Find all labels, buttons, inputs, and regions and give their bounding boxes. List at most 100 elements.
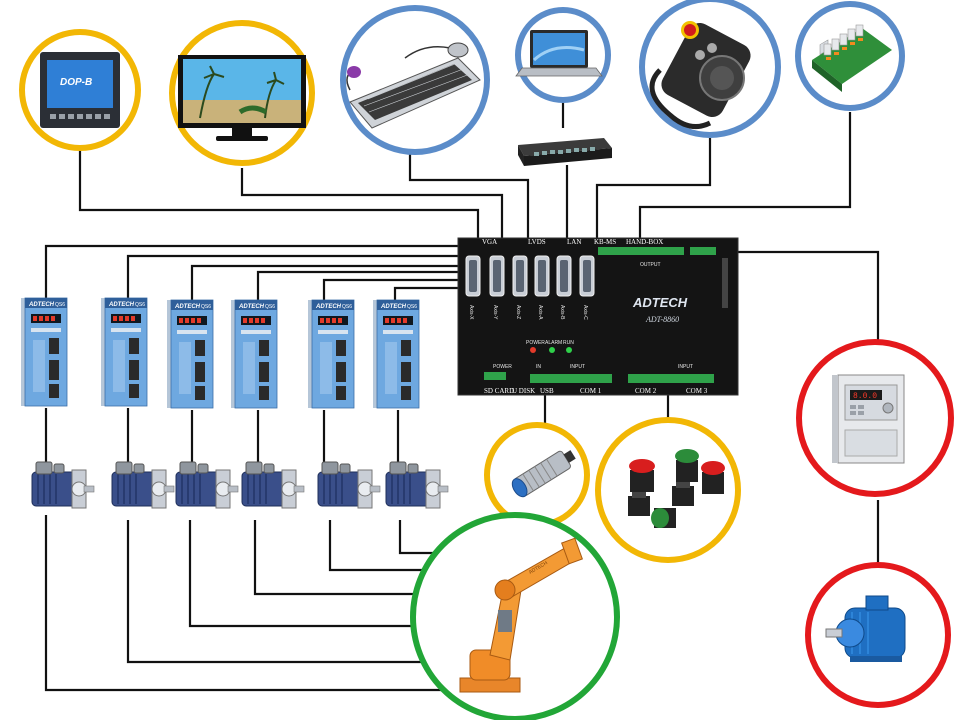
relay-modules xyxy=(823,24,864,56)
drive-brand: ADTECH xyxy=(380,304,407,310)
led-power xyxy=(530,347,536,353)
servo-motor-4 xyxy=(241,461,305,509)
motion-controller: VGA LVDS LAN KB-MS HAND-BOX OUTPUT xyxy=(457,237,739,396)
drive-brand: ADTECH xyxy=(238,304,265,310)
output-label: OUTPUT xyxy=(640,262,661,268)
led-label-alarm: ALARM xyxy=(545,340,562,346)
network-switch xyxy=(518,138,612,166)
wire-drive-3 xyxy=(190,264,458,300)
wire-robot-2 xyxy=(126,520,430,664)
port-label-udisk: U DISK xyxy=(512,387,535,395)
port-label-handbox: HAND-BOX xyxy=(626,238,663,246)
servo-drive-1: ADTECH QS6 xyxy=(20,297,68,407)
drive-model: QS6 xyxy=(135,302,145,308)
servo-motor-2 xyxy=(111,461,175,509)
input-terminal-2 xyxy=(628,374,714,383)
wire-robot-5 xyxy=(328,520,425,572)
servo-motor-3 xyxy=(175,461,239,509)
push-button-green-1 xyxy=(675,449,699,482)
axis-label-x: Axis-X xyxy=(468,305,474,320)
relay-board xyxy=(795,1,905,111)
led-run xyxy=(566,347,572,353)
drive-model: QS6 xyxy=(265,304,275,310)
servo-drive-4: ADTECH QS6 xyxy=(230,299,278,409)
servo-drives: ADTECH QS6 ADTECH QS6 ADTECH QS6 ADTECH … xyxy=(20,297,420,409)
port-label-com2: COM 2 xyxy=(635,387,657,395)
drive-brand: ADTECH xyxy=(174,304,201,310)
drive-brand: ADTECH xyxy=(108,302,135,308)
wire-drive-2 xyxy=(126,254,458,298)
laptop xyxy=(515,7,611,103)
wire-drive-4 xyxy=(256,270,458,300)
servo-motor-5 xyxy=(317,461,381,509)
controller-brand: ADTECH xyxy=(632,295,688,310)
servo-drive-2: ADTECH QS6 xyxy=(100,297,148,407)
hand-wheel-pendant xyxy=(639,0,781,138)
port-label-usb: USB xyxy=(540,387,554,395)
push-buttons xyxy=(595,417,741,563)
ring-buttons xyxy=(595,417,741,563)
port-label-com1: COM 1 xyxy=(580,387,602,395)
port-label-lan: LAN xyxy=(567,238,581,246)
frequency-inverter: 8.0.0 xyxy=(796,339,954,497)
input-label-2: INPUT xyxy=(678,364,693,370)
wire-monitor xyxy=(240,168,504,238)
push-button-red-2 xyxy=(701,461,725,494)
led-label-power: POWER xyxy=(526,340,545,346)
wire-drive-1 xyxy=(44,244,458,298)
wire-hmi xyxy=(78,148,480,238)
proximity-sensor xyxy=(484,422,590,528)
axis-label-b: Axis-B xyxy=(559,305,565,320)
push-button-red-1 xyxy=(629,459,655,492)
axis-label-c: Axis-C xyxy=(582,305,588,320)
in-label: IN xyxy=(536,364,541,370)
hmi-screen xyxy=(47,60,113,108)
wire-robot-1 xyxy=(44,515,455,692)
axis-connectors xyxy=(465,255,595,297)
wire-keyboard xyxy=(408,150,530,238)
controller-model: ADT-8860 xyxy=(645,315,679,324)
robot-wrist xyxy=(561,537,583,565)
axis-label-z: Axis-Z xyxy=(515,305,521,319)
wire-drive-5 xyxy=(322,278,458,300)
keyboard-mouse xyxy=(340,5,490,155)
axis-label-y: Axis-Y xyxy=(492,305,498,320)
hmi-brand-text: DOP-B xyxy=(60,77,92,88)
wire-robot-6 xyxy=(398,520,440,555)
wires xyxy=(44,100,880,692)
lcd-monitor xyxy=(169,20,315,166)
wire-drive-6 xyxy=(393,286,458,300)
servo-motor-1 xyxy=(31,461,95,509)
led-label-run: RUN xyxy=(563,340,574,346)
ac-motor xyxy=(805,562,951,708)
input-terminal-1 xyxy=(530,374,612,383)
drive-brand: ADTECH xyxy=(28,302,55,308)
port-label-lvds: LVDS xyxy=(528,238,546,246)
status-leds: POWER ALARM RUN xyxy=(526,340,574,353)
servo-drive-6: ADTECH QS6 xyxy=(372,299,420,409)
industrial-robot: ADTECH xyxy=(410,512,620,720)
switch-ports xyxy=(534,147,595,156)
drive-brand: ADTECH xyxy=(315,304,342,310)
push-button-black-1 xyxy=(628,492,650,516)
power-label: POWER xyxy=(493,364,512,370)
port-label-sdcard: SD CARD xyxy=(484,387,514,395)
controller-body xyxy=(457,237,739,396)
axis-label-a: Axis-A xyxy=(537,305,543,320)
port-label-kbms: KB-MS xyxy=(594,238,616,246)
terminal-strip-top xyxy=(598,247,684,255)
led-alarm xyxy=(549,347,555,353)
port-label-vga: VGA xyxy=(482,238,497,246)
wire-relay xyxy=(638,112,852,238)
push-button-green-2 xyxy=(651,508,676,528)
servo-motors xyxy=(31,461,449,509)
wire-handwheel xyxy=(595,138,712,238)
push-button-black-2 xyxy=(672,482,694,506)
drive-model: QS6 xyxy=(342,304,352,310)
side-connector xyxy=(722,258,728,308)
wire-robot-4 xyxy=(253,520,416,596)
drive-model: QS6 xyxy=(55,302,65,308)
power-terminal xyxy=(484,372,506,380)
wire-robot-3 xyxy=(188,520,415,628)
